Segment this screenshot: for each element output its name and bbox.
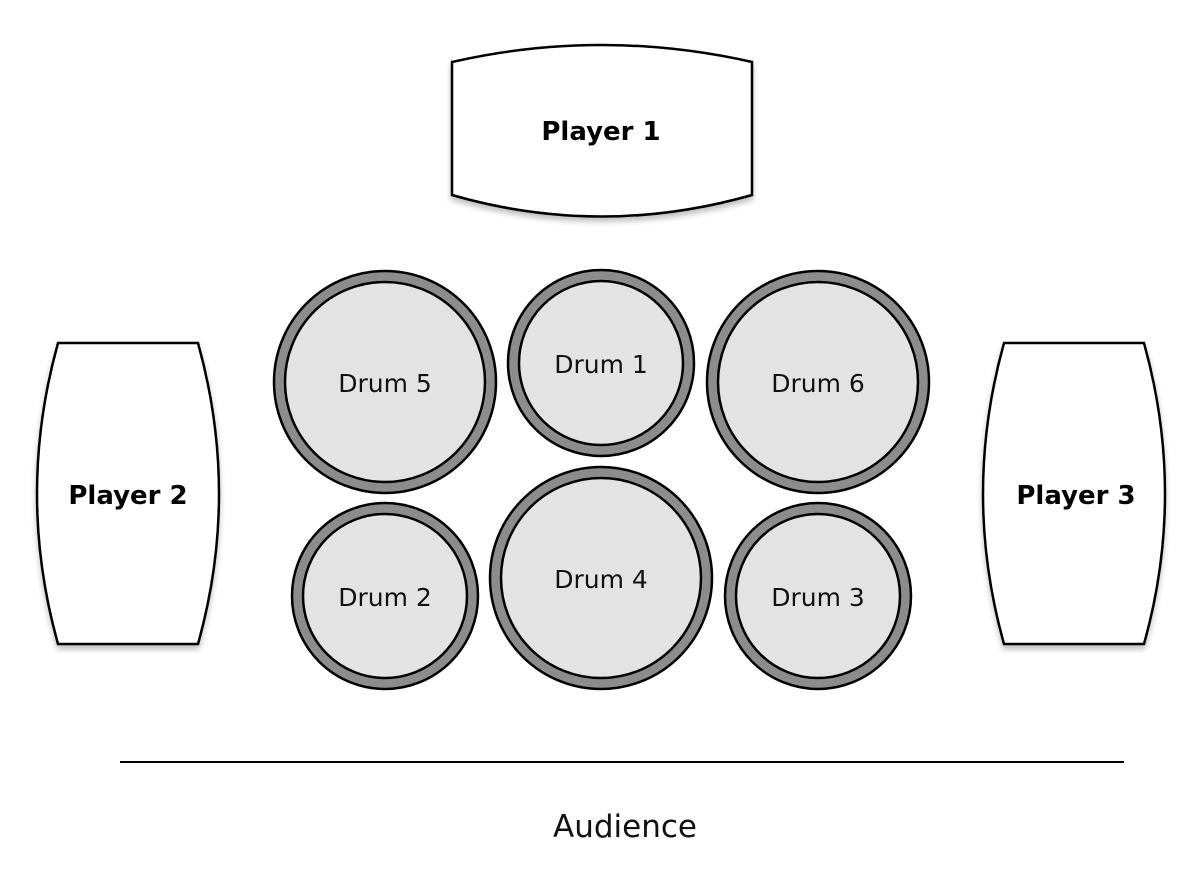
- audience-label: Audience: [553, 809, 697, 845]
- player-1-label: Player 1: [541, 117, 660, 147]
- drum-label: Drum 4: [554, 565, 648, 594]
- player-2-label: Player 2: [68, 481, 187, 511]
- drum-head: [301, 512, 469, 680]
- drum-4: Drum 4: [488, 465, 714, 691]
- drum-head: [499, 476, 703, 680]
- drum-label: Drum 5: [338, 369, 432, 398]
- player-3: Player 3: [981, 341, 1167, 646]
- drum-label: Drum 6: [771, 369, 865, 398]
- drum-head: [734, 512, 902, 680]
- drum-2: Drum 2: [290, 501, 480, 691]
- drum-label: Drum 2: [338, 583, 432, 612]
- drum-6: Drum 6: [705, 269, 931, 495]
- drum-head: [716, 280, 920, 484]
- drum-3: Drum 3: [723, 501, 913, 691]
- drum-label: Drum 3: [771, 583, 865, 612]
- player-3-label: Player 3: [1016, 481, 1135, 511]
- drum-head: [517, 279, 685, 447]
- drum-head: [283, 280, 487, 484]
- drum-label: Drum 1: [554, 350, 648, 379]
- player-1: Player 1: [450, 43, 754, 218]
- player-2: Player 2: [35, 341, 221, 646]
- drum-1: Drum 1: [506, 268, 696, 458]
- drum-5: Drum 5: [272, 269, 498, 495]
